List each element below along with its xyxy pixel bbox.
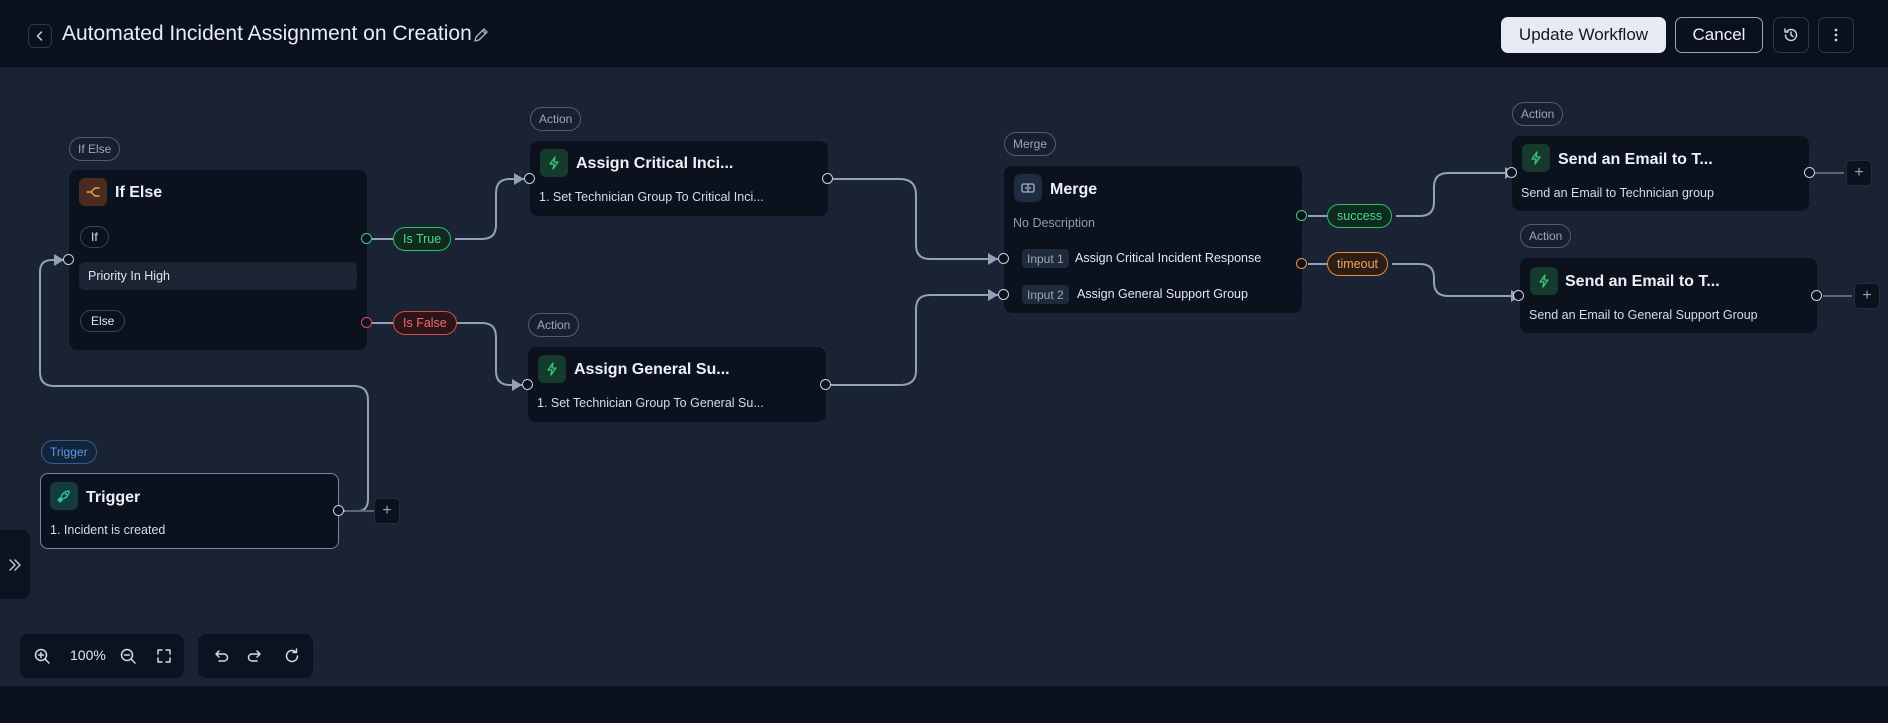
email-tech-title: Send an Email to T... bbox=[1558, 151, 1713, 168]
add-node-after-email-general-button[interactable]: + bbox=[1854, 283, 1880, 309]
fit-screen-icon bbox=[157, 649, 171, 663]
action-critical-desc: 1. Set Technician Group To Critical Inci… bbox=[539, 190, 764, 204]
rocket-icon bbox=[50, 482, 78, 510]
undo-button[interactable] bbox=[208, 644, 232, 668]
email-tech-node[interactable]: Send an Email to T... Send an Email to T… bbox=[1512, 136, 1809, 211]
if-label: If bbox=[80, 226, 109, 248]
ifelse-input-port[interactable] bbox=[63, 254, 74, 265]
merge-input2-label: Assign General Support Group bbox=[1077, 287, 1248, 301]
zoom-toolbar: 100% bbox=[20, 634, 184, 678]
refresh-button[interactable] bbox=[280, 644, 304, 668]
more-vertical-icon bbox=[1834, 28, 1838, 42]
back-button[interactable] bbox=[28, 24, 52, 48]
merge-input1-tag: Input 1 bbox=[1022, 249, 1069, 268]
email-general-output-port[interactable] bbox=[1811, 290, 1822, 301]
merge-node[interactable]: Merge No Description Input 1 Assign Crit… bbox=[1004, 166, 1302, 313]
action-general-desc: 1. Set Technician Group To General Su... bbox=[537, 396, 764, 410]
fit-screen-button[interactable] bbox=[152, 644, 176, 668]
action-general-output-port[interactable] bbox=[820, 379, 831, 390]
merge-desc: No Description bbox=[1013, 216, 1095, 230]
trigger-node[interactable]: Trigger 1. Incident is created bbox=[40, 473, 339, 549]
action-critical-input-port[interactable] bbox=[524, 173, 535, 184]
add-node-after-email-tech-button[interactable]: + bbox=[1846, 160, 1872, 186]
zoom-in-icon bbox=[34, 648, 50, 664]
history-icon bbox=[1784, 28, 1798, 42]
action-critical-node[interactable]: Assign Critical Inci... 1. Set Technicia… bbox=[530, 141, 828, 216]
workflow-title: Automated Incident Assignment on Creatio… bbox=[62, 22, 472, 45]
action-critical-output-port[interactable] bbox=[822, 173, 833, 184]
email-general-title: Send an Email to T... bbox=[1565, 273, 1720, 290]
trigger-tag: Trigger bbox=[41, 440, 97, 464]
condition-box[interactable]: Priority In High bbox=[79, 262, 357, 290]
ifelse-tag: If Else bbox=[69, 137, 121, 161]
update-workflow-button[interactable]: Update Workflow bbox=[1501, 17, 1666, 53]
merge-icon bbox=[1014, 174, 1042, 202]
sidebar-toggle[interactable] bbox=[0, 530, 30, 599]
merge-input1-label: Assign Critical Incident Response bbox=[1075, 251, 1262, 265]
trigger-title: Trigger bbox=[86, 489, 141, 506]
ifelse-title: If Else bbox=[115, 184, 163, 201]
history-button[interactable] bbox=[1773, 17, 1809, 53]
zoom-level: 100% bbox=[70, 647, 106, 663]
lightning-icon bbox=[1522, 144, 1550, 172]
success-label: success bbox=[1327, 204, 1393, 228]
merge-input1-port[interactable] bbox=[998, 253, 1009, 264]
is-false-label: Is False bbox=[393, 311, 457, 335]
zoom-out-icon bbox=[120, 648, 136, 664]
lightning-icon bbox=[1530, 267, 1558, 295]
ifelse-false-port[interactable] bbox=[361, 317, 372, 328]
action-general-title: Assign General Su... bbox=[574, 361, 730, 378]
email-general-desc: Send an Email to General Support Group bbox=[1529, 308, 1758, 322]
header-bar: Automated Incident Assignment on Creatio… bbox=[0, 0, 1888, 68]
email-tech-output-port[interactable] bbox=[1804, 167, 1815, 178]
action-critical-tag: Action bbox=[530, 107, 582, 131]
email-tech-input-port[interactable] bbox=[1506, 167, 1517, 178]
cancel-button[interactable]: Cancel bbox=[1675, 17, 1763, 53]
email-general-input-port[interactable] bbox=[1513, 290, 1524, 301]
history-toolbar bbox=[198, 634, 313, 678]
timeout-label: timeout bbox=[1327, 252, 1388, 276]
trigger-output-port[interactable] bbox=[333, 505, 344, 516]
else-label: Else bbox=[80, 310, 126, 332]
merge-success-port[interactable] bbox=[1296, 210, 1307, 221]
is-true-label: Is True bbox=[393, 227, 452, 251]
chevron-left-icon bbox=[36, 31, 43, 41]
merge-timeout-port[interactable] bbox=[1296, 258, 1307, 269]
redo-button[interactable] bbox=[244, 644, 268, 668]
more-options-button[interactable] bbox=[1818, 17, 1854, 53]
double-chevron-right-icon bbox=[9, 558, 21, 571]
merge-tag: Merge bbox=[1004, 132, 1057, 156]
trigger-desc: 1. Incident is created bbox=[50, 523, 166, 537]
lightning-icon bbox=[538, 355, 566, 383]
action-general-input-port[interactable] bbox=[522, 379, 533, 390]
add-node-after-trigger-button[interactable]: + bbox=[374, 498, 400, 524]
action-general-tag: Action bbox=[528, 313, 580, 337]
branch-icon bbox=[79, 178, 107, 206]
merge-title: Merge bbox=[1050, 181, 1098, 198]
undo-icon bbox=[215, 650, 229, 662]
refresh-icon bbox=[285, 648, 299, 663]
email-general-node[interactable]: Send an Email to T... Send an Email to G… bbox=[1520, 258, 1817, 333]
merge-input2-tag: Input 2 bbox=[1022, 285, 1069, 304]
action-critical-title: Assign Critical Inci... bbox=[576, 155, 734, 172]
pencil-icon[interactable] bbox=[472, 26, 490, 44]
zoom-out-button[interactable] bbox=[116, 644, 140, 668]
merge-input2-port[interactable] bbox=[998, 289, 1009, 300]
redo-icon bbox=[247, 650, 261, 662]
email-tech-desc: Send an Email to Technician group bbox=[1521, 186, 1714, 200]
email-tech-tag: Action bbox=[1512, 102, 1564, 126]
lightning-icon bbox=[540, 149, 568, 177]
zoom-in-button[interactable] bbox=[30, 644, 54, 668]
email-general-tag: Action bbox=[1520, 224, 1572, 248]
ifelse-node[interactable]: If Else If Priority In High Else bbox=[69, 170, 367, 350]
action-general-node[interactable]: Assign General Su... 1. Set Technician G… bbox=[528, 347, 826, 422]
footer-bar bbox=[0, 686, 1888, 723]
ifelse-true-port[interactable] bbox=[361, 233, 372, 244]
